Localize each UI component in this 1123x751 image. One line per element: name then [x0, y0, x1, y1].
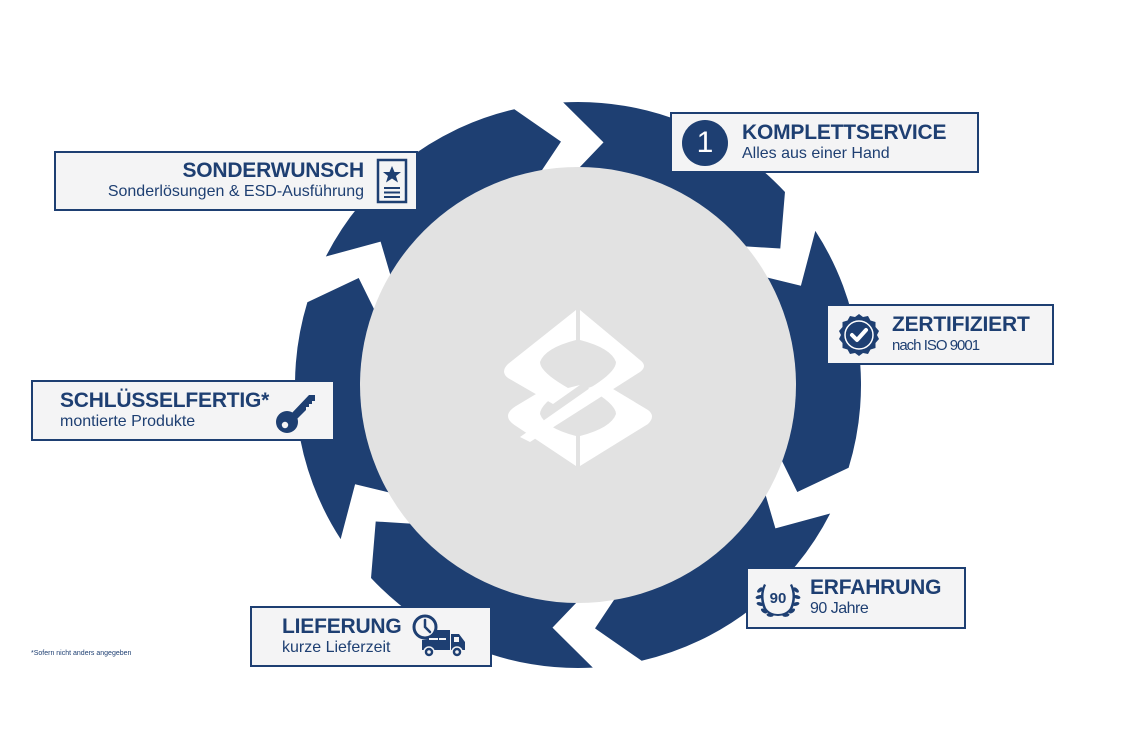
star-document-icon — [376, 158, 408, 204]
ring-segments — [294, 102, 861, 668]
card-subtitle: Alles aus einer Hand — [742, 144, 890, 162]
card-subtitle: nach ISO 9001 — [892, 336, 980, 354]
certified-badge-icon — [836, 312, 882, 358]
card-subtitle: kurze Lieferzeit — [282, 638, 391, 656]
ring-segment — [749, 230, 861, 492]
inner-circle — [360, 167, 796, 603]
key-icon — [275, 391, 317, 435]
card-zertifiziert: ZERTIFIZIERT nach ISO 9001 — [826, 304, 1054, 365]
delivery-truck-clock-icon — [412, 614, 468, 660]
card-schluesselfertig: SCHLÜSSELFERTIG* montierte Produkte — [31, 380, 335, 441]
ring-segment — [325, 109, 561, 292]
laurel-wreath-icon: 90 — [754, 574, 802, 622]
card-erfahrung: 90 ERFAHRUNG 90 Jahre — [746, 567, 966, 629]
card-komplettservice: 1 KOMPLETTSERVICE Alles aus einer Hand — [670, 112, 979, 173]
card-sonderwunsch: SONDERWUNSCH Sonderlösungen & ESD-Ausfüh… — [54, 151, 418, 211]
card-title: SCHLÜSSELFERTIG* — [60, 388, 270, 412]
card-subtitle: montierte Produkte — [60, 412, 196, 430]
card-title: ZERTIFIZIERT — [892, 312, 1030, 336]
card-title: LIEFERUNG — [282, 614, 402, 638]
footnote: *Sofern nicht anders angegeben — [31, 650, 132, 657]
card-subtitle: 90 Jahre — [810, 600, 869, 617]
card-title: ERFAHRUNG — [810, 576, 942, 599]
card-title: SONDERWUNSCH — [182, 159, 364, 182]
number-one-circle-icon: 1 — [682, 119, 728, 166]
ring-segment — [595, 478, 831, 661]
card-lieferung: LIEFERUNG kurze Lieferzeit — [250, 606, 492, 667]
card-subtitle: Sonderlösungen & ESD-Ausführung — [107, 183, 364, 200]
ring-segment — [563, 102, 785, 249]
ring-segment — [371, 521, 593, 668]
infinity-eight-logo — [504, 310, 652, 466]
ring-segment — [294, 278, 407, 540]
card-title: KOMPLETTSERVICE — [742, 120, 947, 144]
